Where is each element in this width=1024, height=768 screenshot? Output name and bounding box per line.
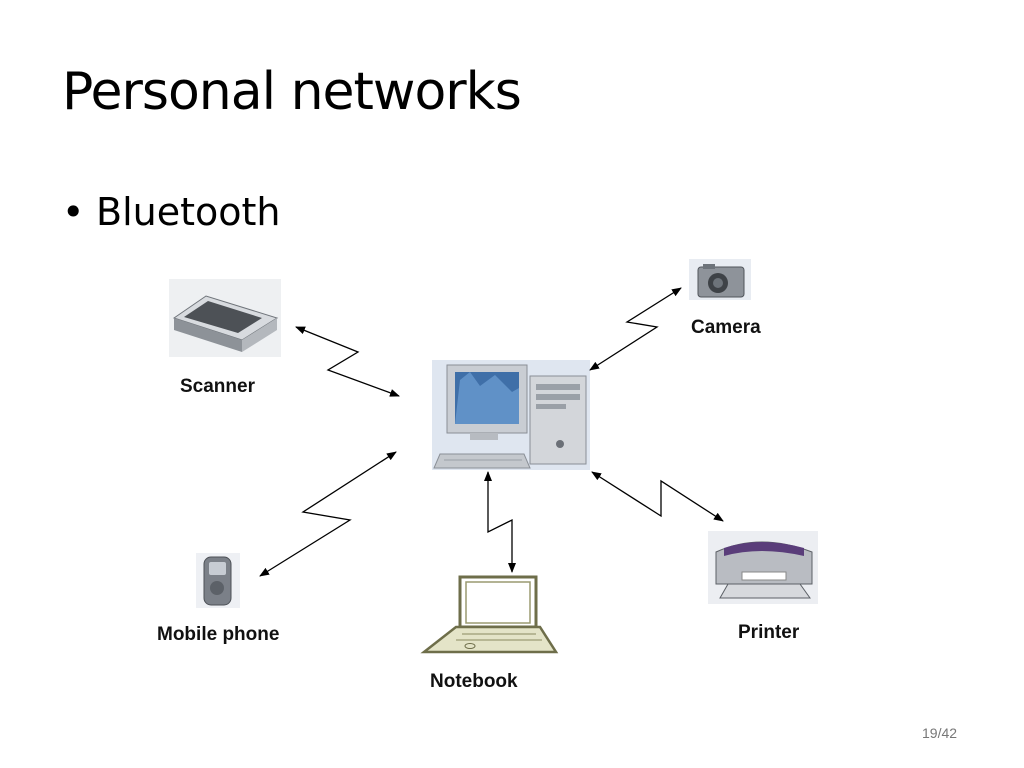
- link-camera: [589, 287, 682, 371]
- link-printer: [591, 471, 724, 522]
- mobile-phone-icon: [196, 553, 240, 608]
- label-mobile-phone: Mobile phone: [157, 624, 279, 645]
- slide-title: Personal networks: [62, 62, 522, 122]
- bullet-text: Bluetooth: [96, 190, 281, 234]
- bullet-item: •Bluetooth: [62, 190, 280, 234]
- label-printer: Printer: [738, 622, 800, 643]
- notebook-icon: [420, 575, 559, 654]
- scanner-icon: [169, 279, 281, 357]
- page-number: 19/42: [922, 725, 958, 741]
- desktop-computer-icon: [432, 360, 590, 470]
- label-camera: Camera: [691, 317, 761, 338]
- label-scanner: Scanner: [180, 376, 256, 397]
- bullet-dot: •: [62, 190, 85, 234]
- link-scanner: [295, 326, 400, 397]
- printer-icon: [708, 531, 818, 604]
- link-mobile: [259, 451, 397, 577]
- label-notebook: Notebook: [430, 671, 518, 692]
- camera-icon: [689, 259, 751, 300]
- link-notebook: [484, 471, 516, 573]
